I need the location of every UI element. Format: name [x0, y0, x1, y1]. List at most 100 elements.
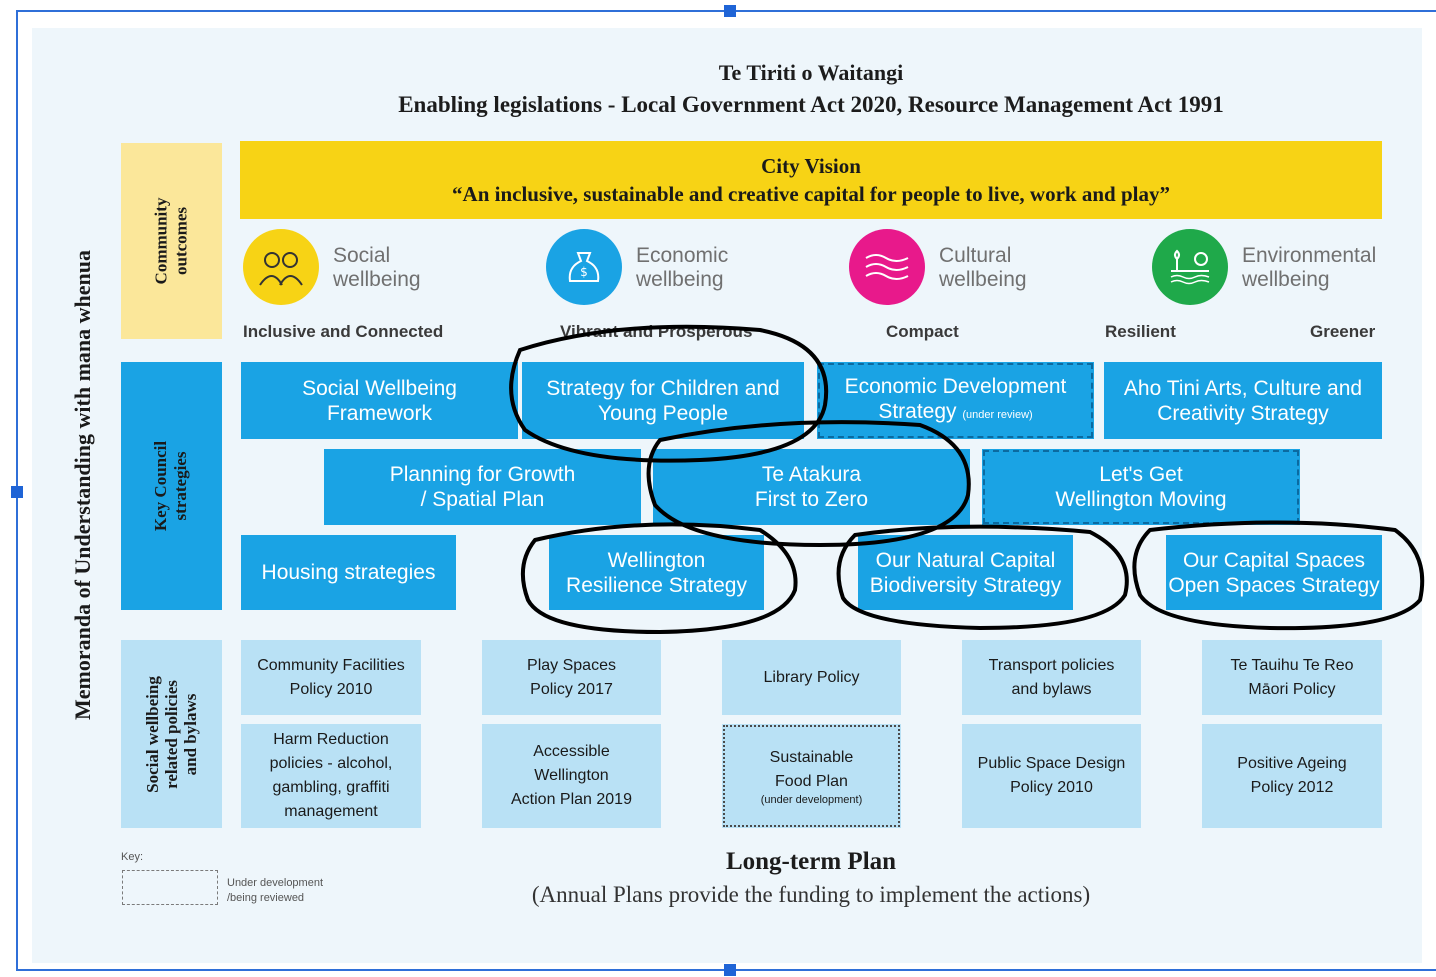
- policy-transport-l1: Transport policies: [988, 656, 1115, 674]
- policy-accessible-l1: Accessible: [533, 743, 610, 760]
- city-vision-heading: City Vision: [761, 154, 861, 178]
- resize-handle-left[interactable]: [11, 486, 23, 498]
- wellbeing-cultural-line2: wellbeing: [939, 268, 1027, 291]
- strategy-natural-l2: Biodiversity Strategy: [869, 573, 1062, 597]
- policy-tereo-l2: Māori Policy: [1248, 680, 1336, 698]
- policy-accessible-l3: Action Plan 2019: [511, 791, 632, 808]
- key-strategies-box: Key Council strategies: [121, 362, 222, 610]
- strategy-children-l1: Strategy for Children and: [546, 376, 780, 400]
- key-desc-line2: /being reviewed: [227, 892, 305, 904]
- policy-harm-l3: gambling, graffiti: [272, 779, 390, 796]
- policy-harm-l2: policies - alcohol,: [269, 755, 393, 772]
- strategy-resilience-l2: Resilience Strategy: [566, 573, 747, 597]
- resize-handle-bottom[interactable]: [724, 964, 736, 976]
- policy-harm-reduction: Harm Reduction policies - alcohol, gamblin…: [241, 724, 421, 828]
- strategy-economic-note: (under review): [962, 408, 1033, 421]
- policy-food-note: (under development): [760, 794, 863, 806]
- outcome-resilient: Resilient: [1105, 322, 1176, 341]
- wellbeing-environmental-label: Environmental wellbeing: [1242, 244, 1376, 292]
- policy-psd-l1: Public Space Design: [977, 755, 1126, 772]
- strategy-te-atakura-l2: First to Zero: [754, 488, 869, 511]
- header-line2: Enabling legislations - Local Government…: [398, 92, 1224, 117]
- strategy-children-l2: Young People: [597, 401, 729, 425]
- strategy-social-wellbeing-l2: Framework: [326, 401, 432, 425]
- policy-ageing-l2: Policy 2012: [1250, 779, 1334, 796]
- wellbeing-environmental-line2: wellbeing: [1242, 268, 1330, 291]
- policy-psd-l2: Policy 2010: [1010, 779, 1093, 796]
- annotation-circle-te-atakura: [646, 420, 971, 548]
- strategy-te-atakura-l1: Te Atakura: [761, 463, 862, 486]
- culture-pattern-icon: [849, 229, 925, 305]
- outcome-greener: Greener: [1310, 322, 1376, 341]
- strategy-resilience-l1: Wellington: [607, 548, 706, 572]
- strategy-lgwm-l2: Wellington Moving: [1055, 488, 1227, 511]
- strategy-aho-tini-l2: Creativity Strategy: [1157, 401, 1329, 425]
- city-vision-quote: “An inclusive, sustainable and creative …: [452, 182, 1170, 206]
- strategy-economic-l2: Strategy: [878, 399, 957, 423]
- long-term-plan-subtitle: (Annual Plans provide the funding to imp…: [531, 882, 1091, 907]
- wellbeing-economic-line1: Economic: [636, 244, 729, 267]
- wellbeing-social-label: Social wellbeing: [333, 244, 421, 292]
- policy-harm-l1: Harm Reduction: [273, 731, 389, 748]
- policy-ps-l2: Policy 2017: [530, 680, 613, 698]
- strategy-social-wellbeing-l1: Social Wellbeing: [302, 376, 457, 400]
- wellbeing-social-line1: Social: [333, 244, 391, 267]
- header-line1: Te Tiriti o Waitangi: [718, 60, 904, 85]
- key-description: Under development /being reviewed: [227, 876, 323, 906]
- community-outcomes-box: Community outcomes: [121, 143, 222, 339]
- svg-text:$: $: [580, 265, 588, 279]
- strategy-natural-l1: Our Natural Capital: [875, 548, 1056, 572]
- wellbeing-social-line2: wellbeing: [333, 268, 421, 291]
- policy-library: Library Policy: [722, 640, 901, 715]
- outcome-compact: Compact: [886, 322, 959, 341]
- key-desc-line1: Under development: [227, 877, 324, 889]
- strategy-aho-tini-l1: Aho Tini Arts, Culture and: [1123, 376, 1363, 400]
- policy-food-l2: Food Plan: [775, 773, 848, 790]
- resize-handle-top[interactable]: [724, 5, 736, 17]
- wellbeing-economic-line2: wellbeing: [636, 268, 724, 291]
- policy-ps-l1: Play Spaces: [527, 656, 616, 674]
- outcome-inclusive: Inclusive and Connected: [243, 322, 444, 341]
- annotation-circle-capital-spaces: [1132, 520, 1425, 631]
- city-vision-banner: City Vision “An inclusive, sustainable a…: [240, 141, 1382, 219]
- policy-food-l1: Sustainable: [769, 749, 854, 766]
- policy-accessible-l2: Wellington: [534, 767, 609, 784]
- wellbeing-cultural-label: Cultural wellbeing: [939, 244, 1027, 292]
- policy-tereo-l1: Te Tauihu Te Reo: [1230, 656, 1354, 674]
- money-bag-icon: $: [546, 229, 622, 305]
- long-term-plan-title: Long-term Plan: [725, 848, 897, 875]
- wellbeing-economic-label: Economic wellbeing: [636, 244, 728, 292]
- wellbeing-environmental-line1: Environmental: [1242, 244, 1377, 267]
- landscape-icon: [1152, 229, 1228, 305]
- strategy-housing-l1: Housing strategies: [261, 561, 436, 584]
- strategy-capital-l2: Open Spaces Strategy: [1168, 573, 1380, 597]
- annotation-circle-natural-capital: [836, 524, 1129, 631]
- policy-library-l1: Library Policy: [763, 668, 860, 686]
- annotation-circle-children: [509, 324, 829, 463]
- strategy-lgwm-l1: Let's Get: [1099, 463, 1183, 486]
- social-policies-box: Social wellbeing related policies and by…: [121, 640, 222, 828]
- strategy-capital-l1: Our Capital Spaces: [1182, 548, 1366, 572]
- annotation-circle-resilience: [520, 522, 798, 635]
- strategy-planning-l2: / Spatial Plan: [420, 488, 545, 511]
- strategy-planning-l1: Planning for Growth: [389, 463, 576, 486]
- strategy-economic-l1: Economic Development: [844, 374, 1067, 398]
- people-icon: [243, 229, 319, 305]
- policy-cf-l1: Community Facilities: [257, 656, 405, 674]
